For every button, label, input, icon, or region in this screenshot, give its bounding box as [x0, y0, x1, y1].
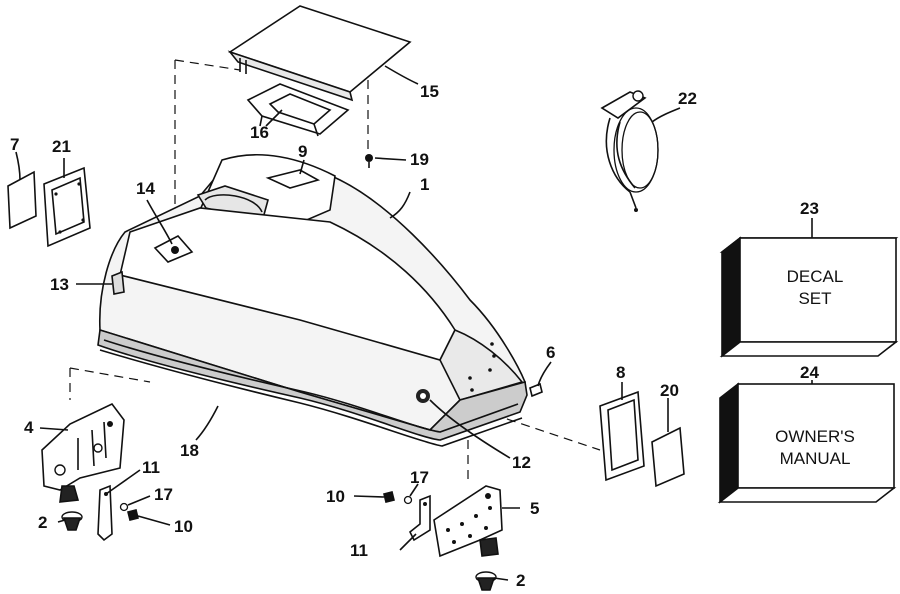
callout-15: 15 [420, 82, 439, 101]
part-17-washer [119, 502, 129, 512]
part-19-screw [365, 154, 373, 168]
callout-8: 8 [616, 363, 625, 382]
callout-11: 11 [142, 458, 160, 477]
part-24-owners-manual-box [717, 382, 897, 504]
leader-line-1 [389, 191, 411, 219]
leader-line-10b [137, 515, 171, 526]
part-4-left-bracket [41, 402, 125, 503]
part-1-engine-cover [98, 154, 527, 431]
owners-manual-label-line1: OWNER'S [775, 427, 855, 446]
leader-line-9 [299, 159, 305, 175]
part-11-clip [97, 484, 113, 542]
callout-10: 10 [326, 487, 345, 506]
leader-lines [15, 65, 813, 581]
part-6-screw [529, 382, 543, 398]
callout-1: 1 [420, 175, 429, 194]
callout-4: 4 [24, 418, 34, 437]
decal-set-label-line2: SET [798, 289, 831, 308]
part-7-plate [7, 170, 37, 230]
owners-manual-label-line2: MANUAL [780, 449, 851, 468]
callout-19: 19 [410, 150, 429, 169]
callout-14: 14 [136, 179, 155, 198]
part-21-frame [43, 166, 91, 248]
decal-set-label-line1: DECAL [787, 267, 844, 286]
part-16-seal-ring [246, 83, 350, 137]
part-11-clip [408, 494, 431, 542]
part-22-cable-assembly [600, 90, 659, 212]
callout-23: 23 [800, 199, 819, 218]
callout-24: 24 [800, 363, 819, 382]
alignment-line [69, 367, 151, 383]
part-10-screw [127, 509, 139, 521]
callout-12: 12 [512, 453, 531, 472]
callout-2: 2 [38, 513, 47, 532]
leader-line-15 [384, 65, 419, 85]
callout-21: 21 [52, 137, 71, 156]
callout-22: 22 [678, 89, 697, 108]
part-2-grommet [475, 571, 497, 591]
callout-16: 16 [250, 123, 269, 142]
leader-line-10a [353, 495, 385, 498]
leader-line-19 [374, 157, 407, 161]
leader-line-7 [15, 151, 21, 181]
callout-10: 10 [174, 517, 193, 536]
part-17-washer [403, 495, 413, 505]
leader-line-14 [146, 199, 173, 245]
leader-line-22 [651, 107, 681, 123]
callout-11: 11 [350, 541, 368, 560]
callout-5: 5 [530, 499, 539, 518]
part-5-right-bracket [433, 485, 503, 558]
callout-17: 17 [154, 485, 173, 504]
callout-6: 6 [546, 343, 555, 362]
alignment-line [449, 399, 601, 451]
callout-13: 13 [50, 275, 69, 294]
part-23-decal-set-box [719, 236, 899, 358]
part-20-plate [651, 426, 685, 488]
callout-9: 9 [298, 142, 307, 161]
part-8-gasket-frame [599, 390, 645, 482]
leader-line-17b [409, 483, 419, 497]
leader-line-11b [399, 533, 417, 551]
callout-20: 20 [660, 381, 679, 400]
leader-line-2b [493, 577, 509, 581]
callout-2: 2 [516, 571, 525, 590]
leader-line-11a [105, 469, 141, 495]
part-10-screw [383, 491, 395, 503]
callout-7: 7 [10, 135, 19, 154]
callout-17: 17 [410, 468, 429, 487]
leader-line-12 [429, 399, 511, 459]
callout-18: 18 [180, 441, 199, 460]
part-2-grommet [61, 511, 83, 531]
leader-line-16 [265, 109, 283, 127]
leader-line-2a [57, 519, 66, 523]
leader-line-6 [537, 361, 552, 387]
leader-line-17a [127, 495, 151, 506]
leader-line-18 [195, 405, 219, 441]
part-15-access-cover [227, 5, 412, 102]
leader-line-4 [39, 427, 69, 431]
alignment-line [174, 59, 241, 71]
